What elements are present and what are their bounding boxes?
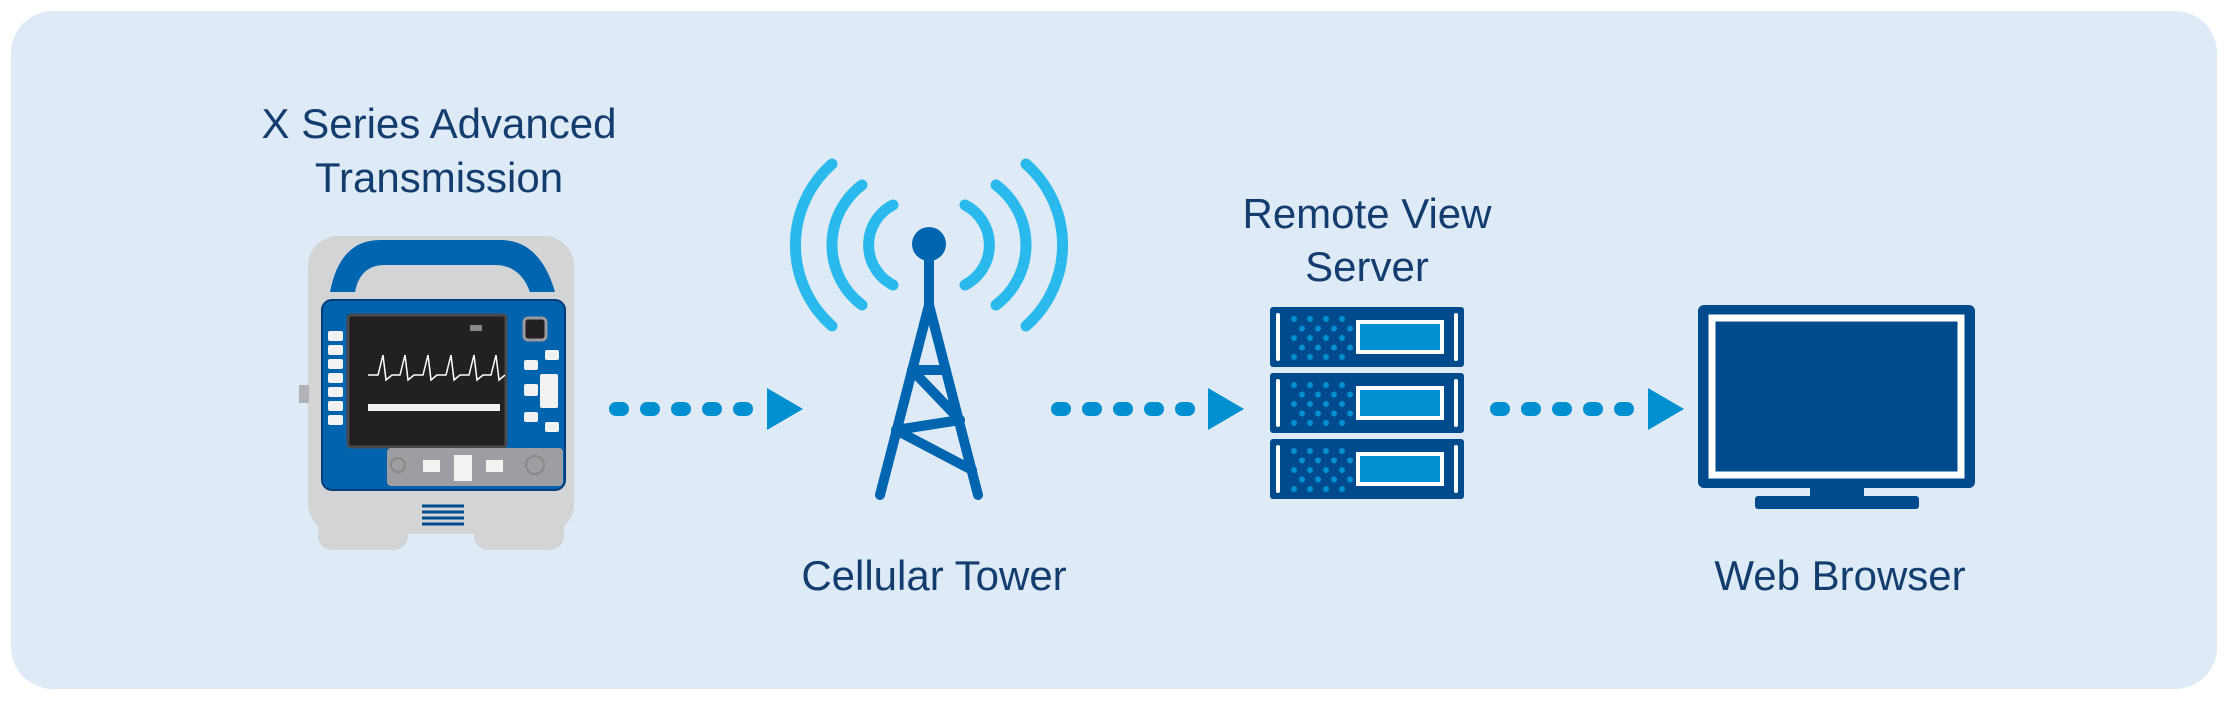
flow-arrow-tower-to-server	[1051, 388, 1244, 430]
server-rack-icon	[1270, 307, 1464, 499]
flow-arrow-device-to-tower	[609, 388, 803, 430]
server-unit	[1270, 373, 1464, 433]
server-unit	[1270, 439, 1464, 499]
monitor-icon	[1698, 305, 1975, 509]
server-title-line1: Remote View	[1242, 190, 1492, 237]
server-title-line2: Server	[1305, 243, 1429, 290]
server-unit	[1270, 307, 1464, 367]
device-title-line2: Transmission	[315, 154, 563, 201]
device-title-line1: X Series Advanced	[262, 100, 617, 147]
cellular-tower-icon	[789, 158, 1069, 500]
flow-arrow-server-to-browser	[1490, 388, 1684, 430]
browser-label: Web Browser	[1714, 552, 1965, 599]
defibrillator-monitor-icon	[299, 236, 574, 550]
tower-label: Cellular Tower	[801, 552, 1066, 599]
